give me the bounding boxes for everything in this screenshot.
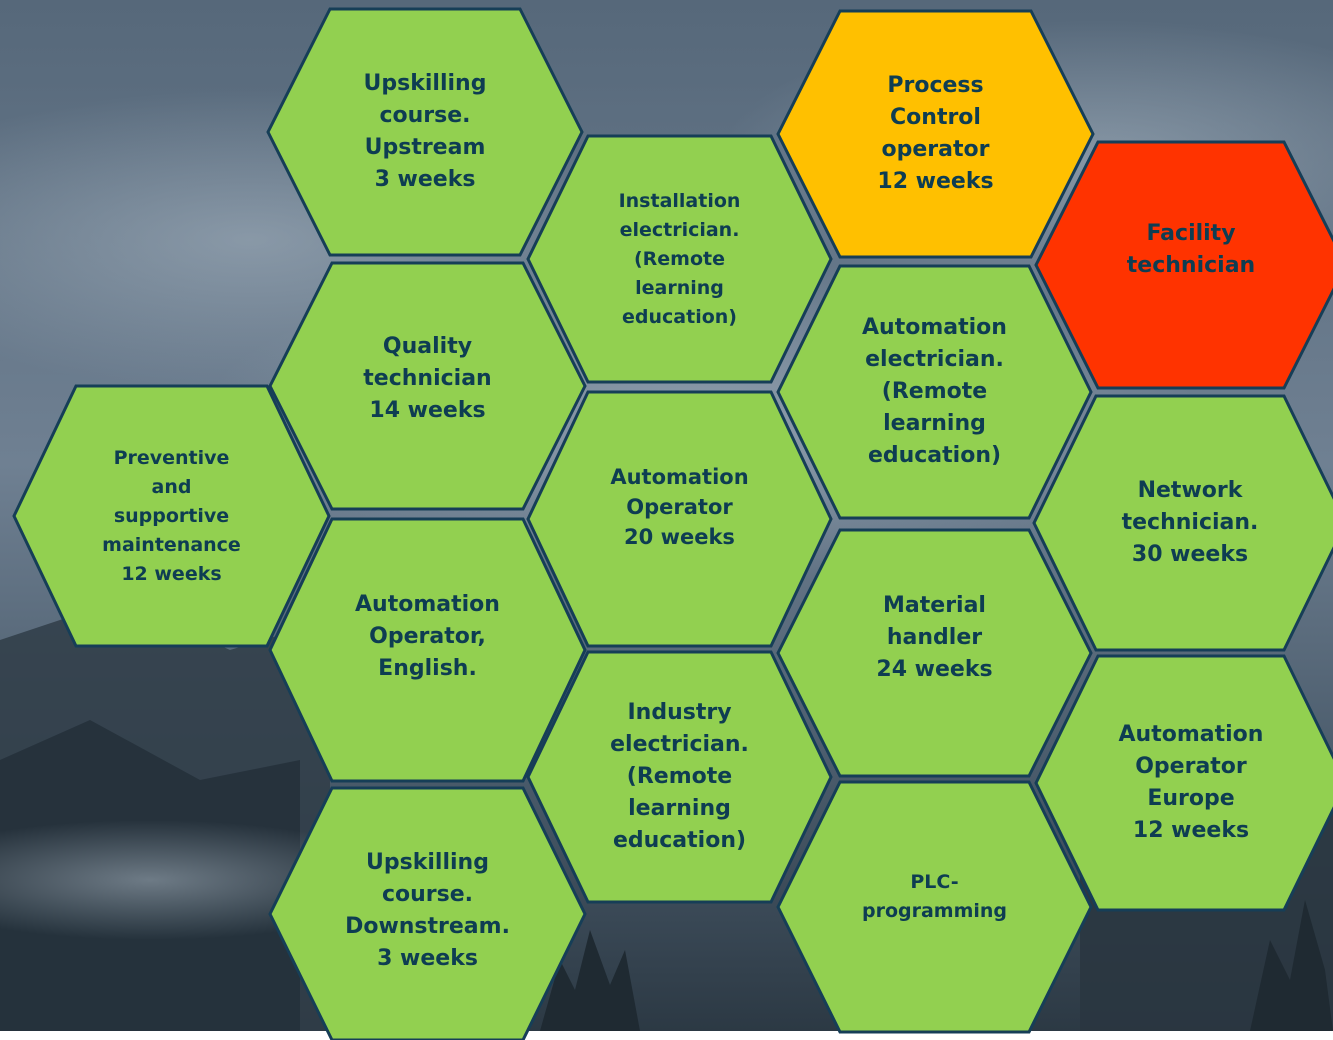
hex-process-control-operator-label: Process Control operator 12 weeks — [877, 73, 994, 194]
hex-quality-technician-label: Quality technician 14 weeks — [363, 334, 492, 423]
hex-automation-operator-english[interactable]: Automation Operator, English. — [268, 517, 587, 783]
hex-automation-electrician-label: Automation electrician. (Remote learning… — [862, 315, 1007, 468]
hex-plc-programming-label: PLC- programming — [861, 871, 1008, 922]
hex-automation-operator-europe-label: Automation Operator Europe 12 weeks — [1118, 722, 1264, 843]
hex-preventive-maintenance-label: Preventive and supportive maintenance 12… — [102, 446, 241, 585]
hex-industry-electrician[interactable]: Industry electrician. (Remote learning e… — [526, 650, 833, 904]
hex-plc-programming[interactable]: PLC- programming — [776, 780, 1093, 1034]
hex-installation-electrician-label: Installation electrician. (Remote learni… — [618, 189, 741, 328]
hex-network-technician-label: Network technician. 30 weeks — [1121, 478, 1259, 567]
hex-automation-operator-europe[interactable]: Automation Operator Europe 12 weeks — [1034, 654, 1333, 912]
hex-quality-technician[interactable]: Quality technician 14 weeks — [268, 261, 587, 511]
hex-automation-electrician[interactable]: Automation electrician. (Remote learning… — [776, 264, 1093, 520]
hex-industry-electrician-label: Industry electrician. (Remote learning e… — [610, 700, 749, 853]
hex-upskilling-upstream[interactable]: Upskilling course. Upstream 3 weeks — [266, 7, 584, 257]
hex-automation-operator-label: Automation Operator 20 weeks — [610, 465, 749, 549]
hex-automation-operator-english-label: Automation Operator, English. — [355, 592, 500, 681]
hex-process-control-operator[interactable]: Process Control operator 12 weeks — [776, 9, 1095, 259]
hex-network-technician[interactable]: Network technician. 30 weeks — [1032, 394, 1333, 652]
hex-facility-technician[interactable]: Facility technician — [1034, 140, 1333, 390]
hex-upskilling-upstream-label: Upskilling course. Upstream 3 weeks — [363, 71, 487, 192]
hex-facility-technician-label: Facility technician — [1126, 221, 1256, 278]
hex-material-handler-label: Material handler 24 weeks — [876, 593, 993, 682]
hex-automation-operator[interactable]: Automation Operator 20 weeks — [526, 390, 833, 648]
hex-upskilling-downstream[interactable]: Upskilling course. Downstream. 3 weeks — [268, 786, 587, 1040]
hex-installation-electrician[interactable]: Installation electrician. (Remote learni… — [526, 134, 833, 384]
hex-preventive-maintenance[interactable]: Preventive and supportive maintenance 12… — [12, 384, 331, 648]
hex-upskilling-downstream-label: Upskilling course. Downstream. 3 weeks — [345, 850, 510, 971]
hex-material-handler[interactable]: Material handler 24 weeks — [776, 528, 1093, 778]
